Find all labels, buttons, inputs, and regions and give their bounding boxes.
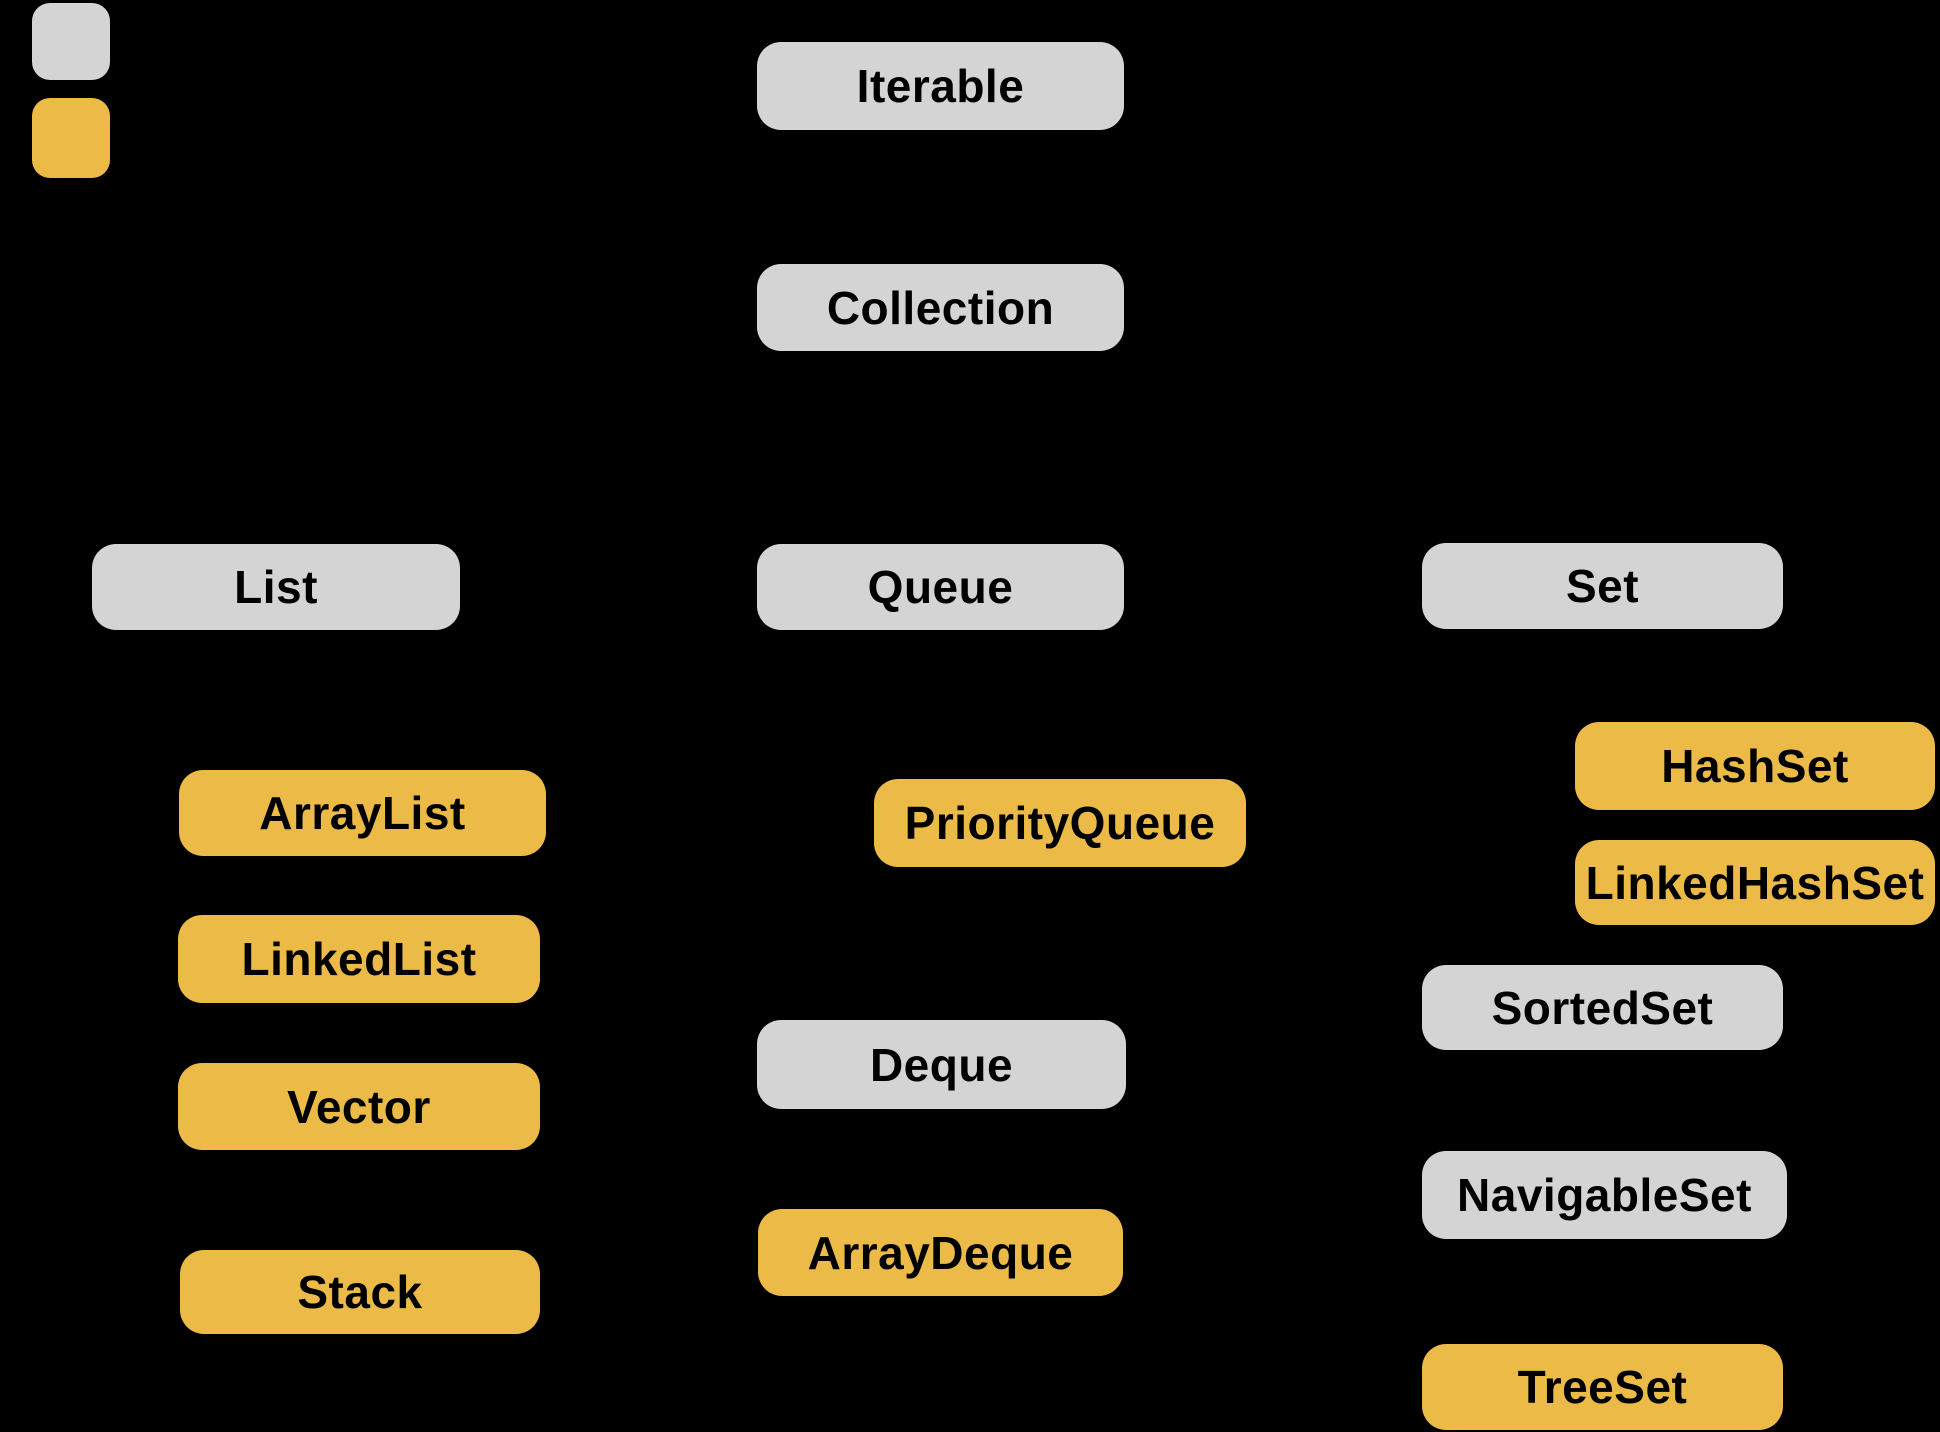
legend-class-swatch bbox=[32, 98, 110, 178]
node-vector: Vector bbox=[178, 1063, 540, 1150]
node-set: Set bbox=[1422, 543, 1783, 629]
node-list: List bbox=[92, 544, 460, 630]
node-hashset: HashSet bbox=[1575, 722, 1935, 810]
node-navigableset: NavigableSet bbox=[1422, 1151, 1787, 1239]
node-arraydeque: ArrayDeque bbox=[758, 1209, 1123, 1296]
node-queue: Queue bbox=[757, 544, 1124, 630]
node-collection: Collection bbox=[757, 264, 1124, 351]
legend-interface-swatch bbox=[32, 3, 110, 80]
node-treeset: TreeSet bbox=[1422, 1344, 1783, 1430]
node-priorityqueue: PriorityQueue bbox=[874, 779, 1246, 867]
node-linkedlist: LinkedList bbox=[178, 915, 540, 1003]
node-deque: Deque bbox=[757, 1020, 1126, 1109]
node-sortedset: SortedSet bbox=[1422, 965, 1783, 1050]
node-stack: Stack bbox=[180, 1250, 540, 1334]
node-arraylist: ArrayList bbox=[179, 770, 546, 856]
node-linkedhashset: LinkedHashSet bbox=[1575, 840, 1935, 925]
node-iterable: Iterable bbox=[757, 42, 1124, 130]
